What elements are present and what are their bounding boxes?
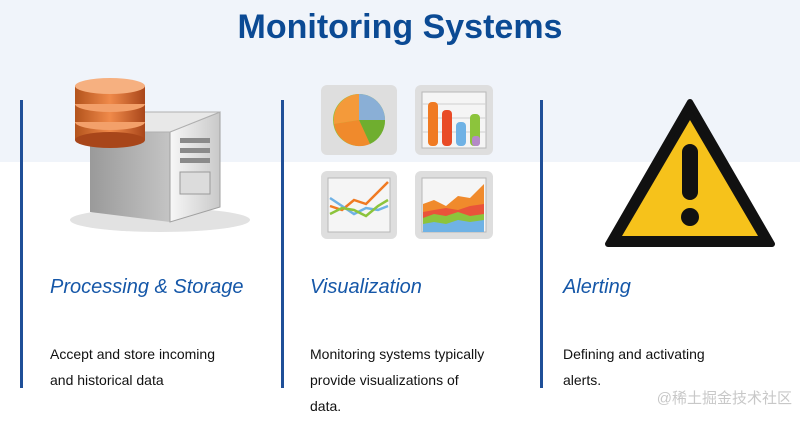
- desc-line: provide visualizations of: [310, 372, 459, 388]
- column-title-alerting: Alerting: [563, 276, 631, 298]
- column-divider-processing: [20, 100, 23, 388]
- server-database-icon: [70, 78, 250, 232]
- column-desc-visualization: Monitoring systems typically provide vis…: [310, 341, 484, 419]
- pie-chart-icon: [321, 85, 397, 155]
- watermark: @稀土掘金技术社区: [656, 390, 792, 407]
- desc-line: Monitoring systems typically: [310, 346, 485, 362]
- column-divider-visualization: [281, 100, 284, 388]
- page-title: Monitoring Systems: [237, 8, 563, 46]
- desc-line: alerts.: [563, 372, 602, 388]
- column-desc-alerting: Defining and activating alerts.: [563, 341, 705, 393]
- column-desc-processing: Accept and store incoming and historical…: [50, 341, 215, 393]
- warning-triangle-icon: [605, 99, 775, 247]
- desc-line: data.: [310, 398, 342, 414]
- bar-chart-icon: [415, 85, 493, 155]
- desc-line: and historical data: [50, 372, 164, 388]
- desc-line: Accept and store incoming: [50, 346, 215, 362]
- column-title-processing: Processing & Storage: [50, 276, 244, 298]
- column-divider-alerting: [540, 100, 543, 388]
- column-title-visualization: Visualization: [310, 276, 422, 298]
- area-chart-icon: [415, 171, 493, 239]
- desc-line: Defining and activating: [563, 346, 705, 362]
- line-chart-icon: [321, 171, 397, 239]
